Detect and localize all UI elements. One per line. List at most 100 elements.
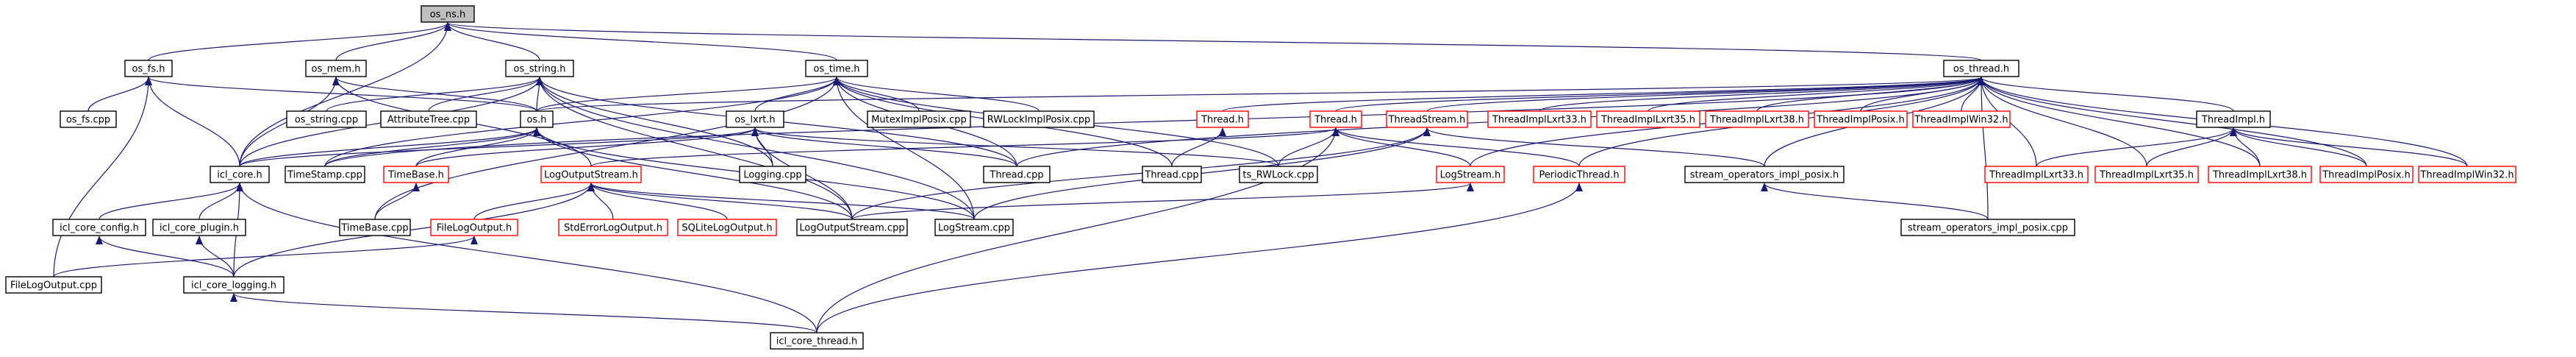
node-threadimpl-h[interactable]: ThreadImpl.h (2196, 110, 2271, 128)
node-label: os_string.cpp (295, 115, 358, 126)
node-label: SQLiteLogOutput.h (681, 223, 772, 234)
edge-threadimpllxrt35-h-to-os-thread-h (1647, 77, 1985, 112)
node-filelogoutput-h[interactable]: FileLogOutput.h (430, 219, 518, 236)
edge-os-h-to-os-time-h (536, 77, 840, 112)
node-icl-core-h[interactable]: icl_core.h (210, 166, 270, 183)
node-icl-core-plugin-h[interactable]: icl_core_plugin.h (152, 219, 246, 236)
edge-logoutputstream-cpp-to-threadstream-h (851, 127, 1431, 220)
node-os-string-cpp[interactable]: os_string.cpp (286, 110, 367, 128)
node-box (339, 219, 411, 236)
node-icl-core-thread-h[interactable]: icl_core_thread.h (770, 332, 864, 350)
node-thread-cpp[interactable]: Thread.cpp (983, 166, 1051, 183)
node-label: ThreadImplWin32.h (1914, 115, 2008, 126)
node-label: FileLogOutput.cpp (10, 280, 97, 291)
node-box (1943, 60, 2019, 77)
node-os-h[interactable]: os.h (520, 110, 554, 128)
node-os-lxrt-h[interactable]: os_lxrt.h (726, 110, 784, 128)
node-box (421, 5, 475, 23)
node-logstream-cpp[interactable]: LogStream.cpp (934, 219, 1014, 236)
node-threadimpllxrt38-h[interactable]: ThreadImplLxrt38.h (1705, 110, 1809, 128)
file-nodes: os_ns.h os_fs.h os_mem.h os_string.h os_time… (5, 5, 2516, 350)
node-threadstream-h[interactable]: ThreadStream.h (1386, 110, 1468, 128)
node-label: stream_operators_impl_posix.h (1690, 170, 1839, 181)
edge-logging-cpp-to-os-string-h (536, 77, 773, 167)
node-label: Thread.cpp (989, 170, 1043, 181)
node-threadimpllxrt35-h-2[interactable]: ThreadImplLxrt35.h (2094, 166, 2199, 183)
node-box (1984, 166, 2089, 183)
node-stream-operators-impl-posix-h[interactable]: stream_operators_impl_posix.h (1684, 166, 1845, 183)
node-os-fs-h[interactable]: os_fs.h (124, 60, 173, 77)
node-icl-core-logging-h[interactable]: icl_core_logging.h (183, 276, 285, 294)
edge-icl-core-h-to-os-fs-h (145, 77, 240, 167)
node-stderrorlogoutput-h[interactable]: StdErrorLogOutput.h (558, 219, 668, 236)
node-threadimplposix-h-2[interactable]: ThreadImplPosix.h (2319, 166, 2414, 183)
edge-logoutputstream-cpp-to-logoutputstream-h (587, 183, 853, 220)
node-os-thread-h[interactable]: os_thread.h (1943, 60, 2019, 77)
node-label: FileLogOutput.h (437, 223, 512, 234)
node-os-time-h[interactable]: os_time.h (805, 60, 868, 77)
node-thread-cpp-2[interactable]: Thread.cpp (1142, 166, 1202, 183)
node-box (520, 110, 554, 128)
node-box (1436, 166, 1505, 183)
node-timestamp-cpp[interactable]: TimeStamp.cpp (285, 166, 365, 183)
node-label: os_ns.h (430, 10, 466, 21)
node-label: Thread.cpp (1144, 170, 1198, 181)
node-icl-core-config-h[interactable]: icl_core_config.h (52, 219, 146, 236)
node-label: ThreadImplWin32.h (2419, 170, 2514, 181)
node-box (805, 60, 868, 77)
node-timebase-cpp[interactable]: TimeBase.cpp (339, 219, 411, 236)
node-logoutputstream-cpp[interactable]: LogOutputStream.cpp (796, 219, 908, 236)
node-box (558, 219, 668, 236)
node-threadimplwin32-h-2[interactable]: ThreadImplWin32.h (2418, 166, 2516, 183)
edge-timestamp-cpp-to-os-h (324, 127, 540, 167)
node-logoutputstream-h[interactable]: LogOutputStream.h (540, 166, 642, 183)
node-box (505, 60, 574, 77)
edge-timebase-cpp-to-os-time-h (374, 77, 840, 220)
node-ts-rwlock-cpp[interactable]: ts_RWLock.cpp (1239, 166, 1318, 183)
node-threadimpllxrt35-h[interactable]: ThreadImplLxrt35.h (1596, 110, 1700, 128)
node-threadimplposix-h[interactable]: ThreadImplPosix.h (1814, 110, 1908, 128)
node-os-mem-h[interactable]: os_mem.h (305, 60, 367, 77)
node-label: os_lxrt.h (734, 115, 775, 126)
node-periodicthread-h[interactable]: PeriodicThread.h (1533, 166, 1625, 183)
node-os-fs-cpp[interactable]: os_fs.cpp (60, 110, 117, 128)
edge-os-h-to-os-fs-h (145, 77, 537, 112)
node-sqlitelogoutput-h[interactable]: SQLiteLogOutput.h (677, 219, 777, 236)
node-threadimpllxrt33-h[interactable]: ThreadImplLxrt33.h (1487, 110, 1592, 128)
edge-threadstream-h-to-os-thread-h (1426, 77, 1985, 112)
edge-stream-operators-impl-posix-cpp-to-os-thread-h (1978, 77, 1989, 220)
node-thread-h[interactable]: Thread.h (1196, 110, 1249, 128)
node-label: ThreadImplLxrt35.h (1600, 115, 1695, 126)
edge-icl-core-thread-h-to-icl-core-logging-h (230, 293, 817, 333)
node-muteximplposix-cpp[interactable]: MutexImplPosix.cpp (867, 110, 971, 128)
node-box (5, 276, 102, 294)
node-thread-h-2[interactable]: Thread.h (1309, 110, 1362, 128)
node-logstream-h[interactable]: LogStream.h (1436, 166, 1505, 183)
node-box (1533, 166, 1625, 183)
node-timebase-h[interactable]: TimeBase.h (383, 166, 449, 183)
node-box (1900, 219, 2075, 236)
node-logging-cpp[interactable]: Logging.cpp (739, 166, 806, 183)
edge-thread-cpp-to-os-lxrt-h (751, 127, 1017, 167)
node-filelogoutput-cpp[interactable]: FileLogOutput.cpp (5, 276, 102, 294)
node-os-ns-h[interactable]: os_ns.h (421, 5, 475, 23)
node-stream-operators-impl-posix-cpp[interactable]: stream_operators_impl_posix.cpp (1900, 219, 2075, 236)
node-box (677, 219, 777, 236)
node-rwlockimplposix-cpp[interactable]: RWLockImplPosix.cpp (983, 110, 1095, 128)
edge-threadimpllxrt35-h-2-to-threadimpl-h (2146, 127, 2237, 167)
node-threadimpllxrt33-h-2[interactable]: ThreadImplLxrt33.h (1984, 166, 2089, 183)
node-label: MutexImplPosix.cpp (871, 115, 967, 126)
edge-os-string-cpp-to-os-string-h (326, 77, 543, 112)
node-box (60, 110, 117, 128)
node-attributetree-cpp[interactable]: AttributeTree.cpp (380, 110, 477, 128)
node-label: ThreadImplLxrt38.h (1709, 115, 1804, 126)
edge-icl-core-logging-h-to-icl-core-config-h (96, 236, 235, 278)
node-label: icl_core_plugin.h (160, 223, 239, 234)
node-box (285, 166, 365, 183)
edge-filelogoutput-cpp-to-filelogoutput-h (53, 236, 478, 278)
node-box (739, 166, 806, 183)
node-os-string-h[interactable]: os_string.h (505, 60, 574, 77)
node-label: os.h (526, 115, 546, 126)
node-threadimplwin32-h[interactable]: ThreadImplWin32.h (1912, 110, 2011, 128)
node-threadimpllxrt38-h-2[interactable]: ThreadImplLxrt38.h (2208, 166, 2312, 183)
